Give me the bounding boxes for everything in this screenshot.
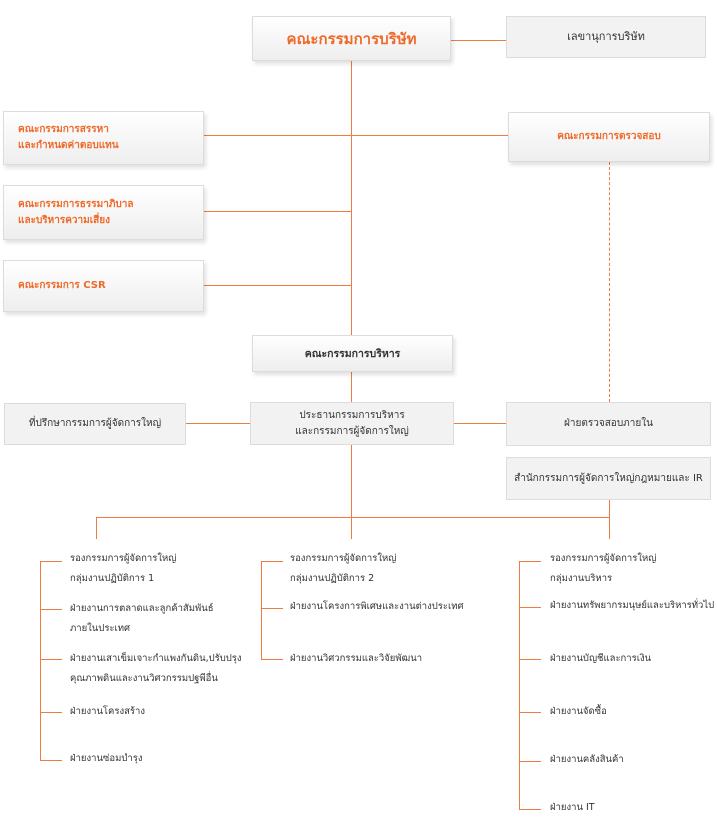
connector	[609, 517, 610, 539]
connector	[40, 609, 62, 610]
connector	[261, 659, 283, 660]
nomination-label: คณะกรรมการสรรหา และกำหนดค่าตอบแทน	[18, 124, 119, 151]
group3-item: ฝ่ายงานคลังสินค้า	[550, 754, 624, 765]
chairman-box: ประธานกรรมการบริหาร และกรรมการผู้จัดการใ…	[250, 402, 454, 445]
internal-audit-box: ฝ่ายตรวจสอบภายใน	[506, 402, 711, 446]
group2-head: รองกรรมการผู้จัดการใหญ่ กลุ่มงานปฏิบัติก…	[290, 553, 397, 584]
advisor-box: ที่ปรึกษากรรมการผู้จัดการใหญ่	[4, 403, 186, 445]
connector	[204, 285, 351, 286]
connector	[519, 761, 541, 762]
group1-item: ฝ่ายงานซ่อมบำรุง	[70, 753, 143, 764]
legal-ir-office-box: สำนักกรรมการผู้จัดการใหญ่กฎหมายและ IR	[506, 457, 711, 500]
audit-committee-box: คณะกรรมการตรวจสอบ	[508, 112, 710, 162]
connector	[40, 712, 62, 713]
group3-head: รองกรรมการผู้จัดการใหญ่ กลุ่มงานบริหาร	[550, 553, 657, 584]
connector	[351, 372, 352, 402]
connector	[204, 211, 351, 212]
group3-item: ฝ่ายงานทรัพยากรมนุษย์และบริหารทั่วไป	[550, 600, 715, 611]
connector	[261, 561, 283, 562]
legal-ir-label: สำนักกรรมการผู้จัดการใหญ่กฎหมายและ IR	[514, 472, 703, 484]
group2-item: ฝ่ายงานวิศวกรรมและวิจัยพัฒนา	[290, 653, 423, 664]
executive-committee-box: คณะกรรมการบริหาร	[252, 335, 453, 372]
group1-item: ฝ่ายงานโครงสร้าง	[70, 706, 146, 717]
connector	[96, 517, 97, 539]
group3-item: ฝ่ายงานบัญชีและการเงิน	[550, 653, 652, 664]
company-secretary-box: เลขานุการบริษัท	[506, 16, 706, 58]
internal-audit-label: ฝ่ายตรวจสอบภายใน	[564, 418, 653, 429]
connector	[40, 659, 62, 660]
connector	[204, 135, 508, 136]
group3-item: ฝ่ายงาน IT	[550, 802, 595, 813]
chairman-label: ประธานกรรมการบริหาร และกรรมการผู้จัดการใ…	[295, 409, 409, 437]
board-label: คณะกรรมการบริษัท	[286, 29, 417, 48]
group1-item: ฝ่ายงานเสาเข็มเจาะกำแพงกันดิน,ปรับปรุง ค…	[70, 653, 242, 684]
group1-item: ฝ่ายงานการตลาดและลูกค้าสัมพันธ์ ภายในประ…	[70, 603, 214, 634]
connector	[519, 561, 520, 810]
group1-head: รองกรรมการผู้จัดการใหญ่ กลุ่มงานปฏิบัติก…	[70, 553, 177, 584]
audit-label: คณะกรรมการตรวจสอบ	[557, 131, 661, 142]
advisor-label: ที่ปรึกษากรรมการผู้จัดการใหญ่	[28, 418, 162, 429]
dashed-connector	[609, 162, 610, 402]
connector	[261, 608, 283, 609]
connector	[351, 60, 352, 335]
connector	[261, 561, 262, 660]
governance-label: คณะกรรมการธรรมาภิบาล และบริหารความเสี่ยง	[18, 198, 134, 226]
group2-item: ฝ่ายงานโครงการพิเศษและงานต่างประเทศ	[290, 601, 464, 612]
governance-committee-box: คณะกรรมการธรรมาภิบาล และบริหารความเสี่ยง	[3, 185, 204, 240]
board-of-directors-box: คณะกรรมการบริษัท	[252, 16, 451, 61]
connector	[519, 659, 541, 660]
connector	[351, 445, 352, 517]
executive-label: คณะกรรมการบริหาร	[304, 347, 401, 360]
connector	[451, 40, 506, 41]
connector	[519, 607, 541, 608]
csr-committee-box: คณะกรรมการ CSR	[3, 260, 204, 312]
connector	[454, 423, 506, 424]
csr-label: คณะกรรมการ CSR	[18, 280, 106, 291]
connector	[351, 517, 352, 539]
connector	[609, 500, 610, 517]
group3-item: ฝ่ายงานจัดซื้อ	[550, 706, 607, 717]
connector	[40, 561, 62, 562]
connector	[40, 760, 62, 761]
connector	[519, 561, 541, 562]
secretary-label: เลขานุการบริษัท	[567, 30, 645, 43]
connector	[186, 423, 250, 424]
connector	[519, 809, 541, 810]
connector	[96, 517, 610, 518]
connector	[40, 561, 41, 761]
connector	[519, 712, 541, 713]
nomination-committee-box: คณะกรรมการสรรหา และกำหนดค่าตอบแทน	[3, 111, 204, 165]
